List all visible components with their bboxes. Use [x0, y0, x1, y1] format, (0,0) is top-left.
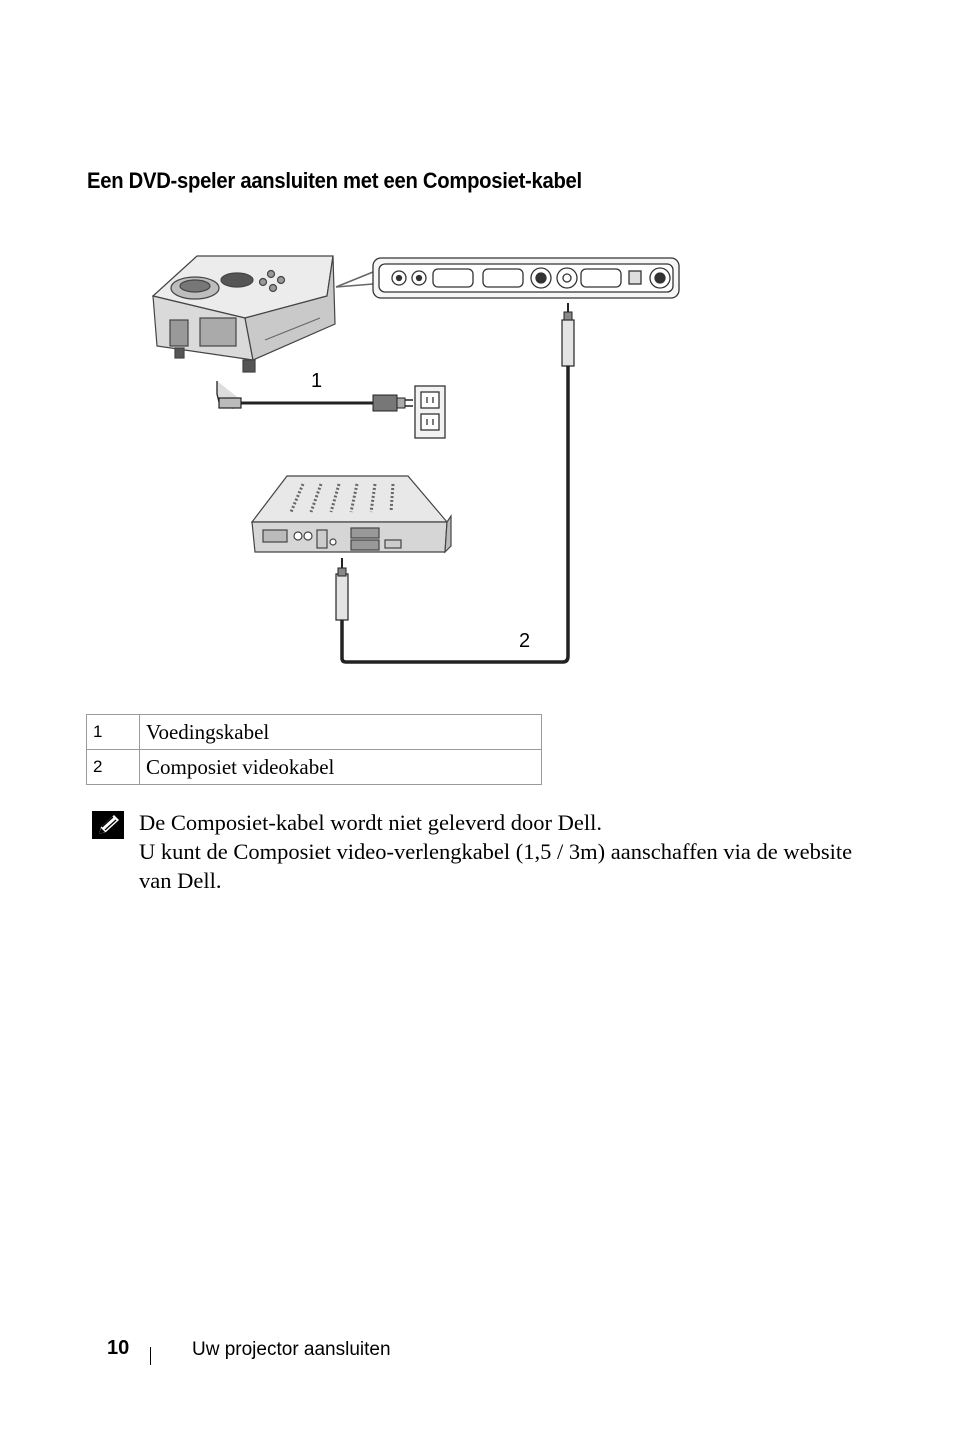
footer-separator: [150, 1347, 151, 1365]
composite-video-cable: [335, 303, 575, 664]
note-line-2: U kunt de Composiet video-verlengkabel (…: [139, 839, 853, 893]
page-number: 10: [107, 1337, 130, 1359]
connection-diagram: 1 2: [151, 255, 680, 664]
note-text: De Composiet-kabel wordt niet geleverd d…: [139, 808, 859, 895]
legend-row: 1 Voedingskabel: [86, 714, 542, 750]
legend-row: 2 Composiet videokabel: [86, 749, 542, 785]
note-line-1: De Composiet-kabel wordt niet geleverd d…: [139, 810, 602, 835]
projector-port-panel: [372, 257, 680, 299]
callout-2: 2: [519, 630, 530, 652]
power-cable: [216, 381, 413, 412]
note-pencil-icon: [92, 811, 124, 839]
callout-1: 1: [311, 370, 322, 392]
legend-number: 1: [86, 714, 140, 750]
projector-illustration: [151, 255, 336, 373]
section-heading: Een DVD-speler aansluiten met een Compos…: [87, 168, 582, 193]
legend-label: Composiet videokabel: [139, 749, 542, 785]
wall-outlet: [414, 385, 446, 439]
legend-table: 1 Voedingskabel 2 Composiet videokabel: [86, 714, 542, 785]
legend-label: Voedingskabel: [139, 714, 542, 750]
legend-number: 2: [86, 749, 140, 785]
dvd-player-illustration: [250, 475, 452, 554]
chapter-title: Uw projector aansluiten: [192, 1339, 391, 1360]
